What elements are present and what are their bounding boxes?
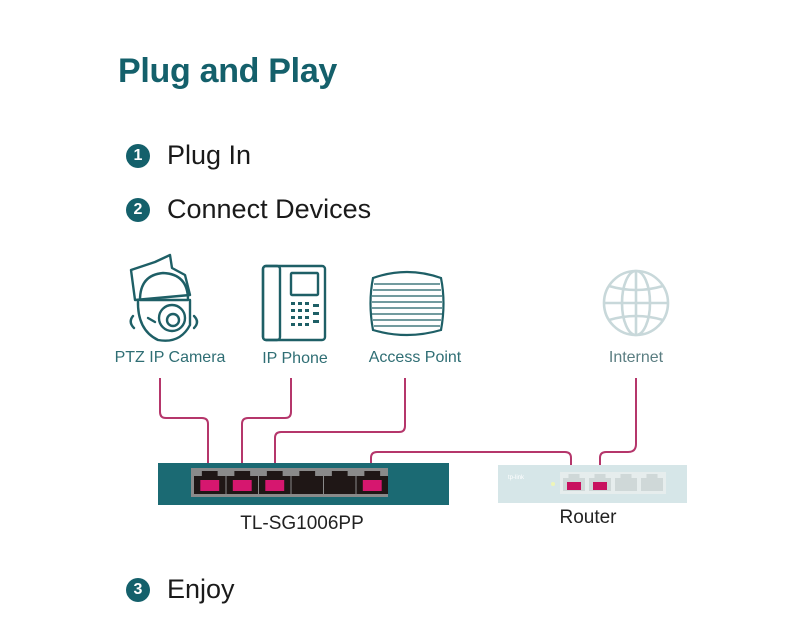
router-label: Router xyxy=(559,507,617,528)
ip-phone-icon xyxy=(261,264,327,342)
device-label-ptz-camera: PTZ IP Camera xyxy=(114,349,226,366)
device-label-ip-phone: IP Phone xyxy=(262,350,328,367)
ethernet-plug xyxy=(232,480,252,491)
ethernet-plug xyxy=(200,480,220,491)
device-label-access-point: Access Point xyxy=(368,349,462,366)
cables xyxy=(159,378,637,484)
page-title: Plug and Play xyxy=(118,52,338,90)
switch-port xyxy=(291,471,323,494)
router-brand: tp-link xyxy=(508,475,525,481)
device-label-internet: Internet xyxy=(608,349,664,366)
router-port xyxy=(615,474,637,491)
step-label: Plug In xyxy=(167,140,252,170)
step-plug-in: 1 Plug In xyxy=(126,140,251,171)
ethernet-plug xyxy=(567,482,581,490)
cable-uplink xyxy=(370,451,572,484)
cable-phone xyxy=(241,378,292,478)
switch-port xyxy=(324,471,356,494)
cable-ap xyxy=(274,378,406,478)
ethernet-plug xyxy=(362,480,382,491)
switch-ports xyxy=(194,471,388,494)
switch-model-label: TL-SG1006PP xyxy=(240,513,364,534)
router-port xyxy=(641,474,663,491)
globe-icon xyxy=(602,269,670,337)
ethernet-plug xyxy=(265,480,285,491)
step-number-badge: 3 xyxy=(126,577,150,602)
step-enjoy: 3 Enjoy xyxy=(126,574,235,605)
router-ports xyxy=(563,474,663,491)
router-device: tp-link xyxy=(498,465,687,503)
ptz-camera-icon xyxy=(129,253,199,342)
switch-device xyxy=(158,463,449,505)
ethernet-plug xyxy=(593,482,607,490)
access-point-icon xyxy=(369,270,445,337)
step-number-badge: 2 xyxy=(126,197,150,222)
cable-camera xyxy=(159,378,209,478)
step-label: Enjoy xyxy=(167,574,235,604)
step-label: Connect Devices xyxy=(167,194,372,224)
cable-internet xyxy=(599,378,637,484)
step-number-badge: 1 xyxy=(126,143,150,168)
step-connect-devices: 2 Connect Devices xyxy=(126,194,371,225)
